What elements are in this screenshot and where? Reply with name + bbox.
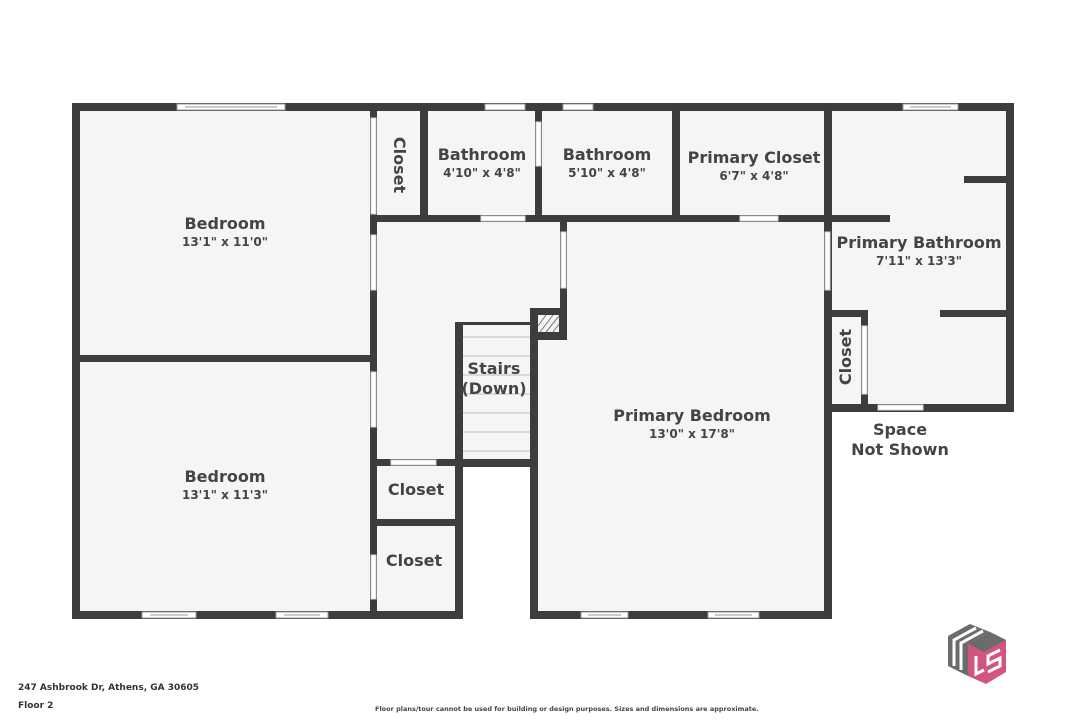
- room-label-closet-top: Closet: [389, 137, 409, 193]
- room-label-closet-bath: Closet: [836, 329, 856, 385]
- room-dimensions: 13'1" x 11'3": [181, 488, 269, 502]
- room-dimensions: 7'11" x 13'3": [875, 254, 963, 268]
- room-label-space-not-shown: Space Not Shown: [851, 420, 949, 460]
- room-name: Bathroom: [437, 145, 527, 164]
- room-name: Bedroom: [184, 214, 266, 233]
- room-dimensions: 4'10" x 4'8": [443, 166, 521, 180]
- stair-treads: [463, 336, 530, 452]
- room-name: Closet: [836, 328, 855, 386]
- room-name-line2: Not Shown: [851, 440, 949, 459]
- room-label-closet-mid: Closet: [388, 480, 444, 500]
- doorways: [370, 117, 924, 600]
- room-label-bathroom-2: Bathroom 5'10" x 4'8": [563, 145, 652, 181]
- room-dimensions: 13'1" x 11'0": [181, 235, 269, 249]
- room-label-primary-bathroom: Primary Bathroom 7'11" x 13'3": [836, 233, 1001, 269]
- windows: [141, 103, 959, 619]
- hatched-chase-icon: [537, 314, 560, 333]
- room-name: Primary Bedroom: [613, 406, 771, 425]
- room-name-line1: Stairs: [467, 359, 521, 378]
- room-name: Bathroom: [562, 145, 652, 164]
- room-name: Closet: [385, 551, 443, 570]
- room-name: Closet: [387, 480, 445, 499]
- footer-disclaimer: Floor plans/tour cannot be used for buil…: [375, 705, 759, 713]
- footer-address: 247 Ashbrook Dr, Athens, GA 30605: [18, 683, 200, 693]
- room-label-stairs: Stairs (Down): [461, 359, 526, 399]
- room-label-bedroom-2: Bedroom 13'1" x 11'3": [182, 467, 268, 503]
- room-name: Primary Closet: [687, 148, 821, 167]
- footer-floor: Floor 2: [18, 701, 54, 711]
- room-label-closet-low: Closet: [386, 551, 442, 571]
- room-dimensions: 13'0" x 17'8": [648, 427, 736, 441]
- ls-cube-logo-icon: [948, 624, 1006, 684]
- room-label-bathroom-1: Bathroom 4'10" x 4'8": [438, 145, 527, 181]
- room-dimensions: 6'7" x 4'8": [719, 169, 789, 183]
- room-name: Primary Bathroom: [836, 233, 1002, 252]
- room-label-primary-bedroom: Primary Bedroom 13'0" x 17'8": [613, 406, 771, 442]
- room-label-bedroom-1: Bedroom 13'1" x 11'0": [182, 214, 268, 250]
- room-name: Closet: [390, 136, 409, 194]
- room-dimensions: 5'10" x 4'8": [568, 166, 646, 180]
- room-name: Bedroom: [184, 467, 266, 486]
- room-name-line2: (Down): [461, 379, 527, 398]
- room-name-line1: Space: [872, 420, 928, 439]
- room-label-primary-closet: Primary Closet 6'7" x 4'8": [688, 148, 821, 184]
